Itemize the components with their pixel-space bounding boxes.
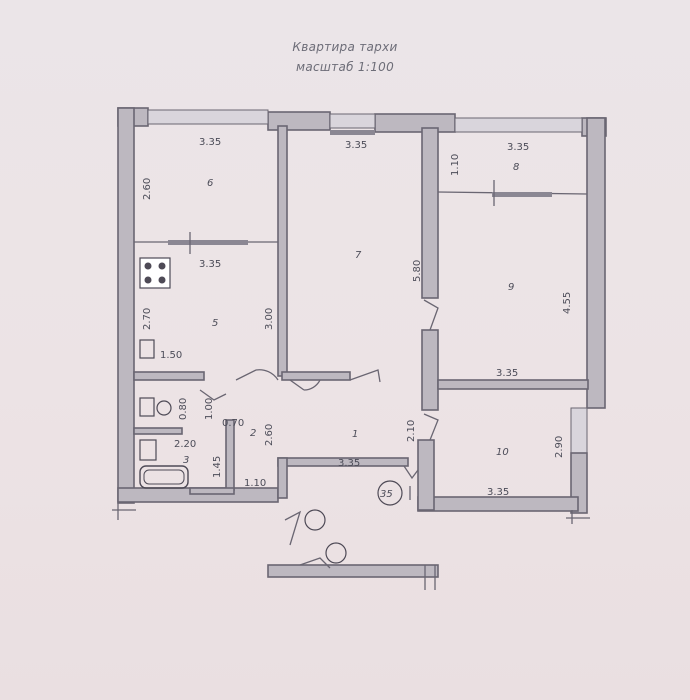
door-entry-1 <box>284 510 302 546</box>
wall-9-10 <box>437 379 589 390</box>
door-1 <box>403 465 419 480</box>
dimension-ticks <box>112 180 590 524</box>
wall-entry-bottom <box>267 564 439 578</box>
bathtub-inner-icon <box>143 469 185 485</box>
window-room-8 <box>454 117 583 133</box>
apartment-number-circle <box>377 480 403 506</box>
dim-r8-height: 1.10 <box>450 154 461 176</box>
wall-5-bath <box>133 371 205 381</box>
wall-right-upper <box>586 117 606 409</box>
radiator-icon <box>330 130 375 135</box>
dim-r6-width: 3.35 <box>199 137 221 148</box>
dim-r7-width: 3.35 <box>345 140 367 151</box>
wall-bath-2 <box>225 419 235 491</box>
dim-r10-height: 2.90 <box>554 436 565 458</box>
dim-r1-side: 2.10 <box>406 420 417 442</box>
radiator-icon <box>492 192 552 197</box>
room-numbers: 6 7 8 9 5 1 2 3 10 35 <box>183 162 519 500</box>
room-label-9: 9 <box>508 282 514 293</box>
wall-left <box>117 107 135 504</box>
room-label-7: 7 <box>355 250 362 261</box>
room-label-3: 3 <box>183 455 189 466</box>
dim-r9-height: 4.55 <box>562 292 573 314</box>
outer-walls <box>117 107 607 590</box>
room-label-1: 1 <box>352 429 358 440</box>
dim-r10-bottom: 3.35 <box>487 487 509 498</box>
dim-r9-bottom: 3.35 <box>496 368 518 379</box>
dim-hall-bottom: 1.10 <box>244 478 266 489</box>
doors <box>199 299 439 569</box>
window-room-10 <box>570 407 588 454</box>
room-label-2: 2 <box>250 428 256 439</box>
wall-wc-bath <box>133 427 183 435</box>
burner-icon <box>158 262 166 270</box>
room-label-8: 8 <box>513 162 519 173</box>
room-label-6: 6 <box>207 178 213 189</box>
wall-6-7 <box>277 125 288 377</box>
wall-bottom-right <box>417 496 579 512</box>
dim-r5-height: 2.70 <box>142 308 153 330</box>
dim-r6-height: 2.60 <box>142 178 153 200</box>
door-hall <box>289 379 321 391</box>
dim-small-150: 1.50 <box>160 350 182 361</box>
door-5 <box>235 369 279 381</box>
toilet-icon <box>156 400 172 416</box>
window-room-7 <box>329 113 376 129</box>
fixtures <box>139 130 552 564</box>
burner-icon <box>144 276 152 284</box>
plan-scale: масштаб 1:100 <box>295 60 395 74</box>
washbasin-icon <box>139 397 155 417</box>
dim-r2-c: 0.70 <box>222 418 244 429</box>
door-7 <box>349 369 381 383</box>
door-wc <box>199 389 227 401</box>
lobby-circle-icon <box>304 509 326 531</box>
stove-icon <box>139 257 171 289</box>
dim-r2-a: 1.00 <box>204 398 215 420</box>
dim-r5-width: 3.35 <box>199 259 221 270</box>
wall-1-10 <box>417 439 435 511</box>
wall-hall-1 <box>281 371 351 381</box>
room-label-10: 10 <box>496 447 509 458</box>
burner-icon <box>144 262 152 270</box>
dim-r3-h: 1.45 <box>212 456 223 478</box>
dimension-labels: 3.35 3.35 3.35 3.35 3.35 1.50 0.70 2.20 … <box>142 137 573 498</box>
room-label-5: 5 <box>212 318 218 329</box>
dim-r5-wall: 3.00 <box>264 308 275 330</box>
kitchen-sink-icon <box>139 339 155 359</box>
radiator-icon <box>168 240 248 245</box>
sink-icon <box>139 439 157 461</box>
door-10 <box>423 413 439 441</box>
dim-r2-d: 2.60 <box>264 424 275 446</box>
wall-bath-bottom <box>189 487 235 495</box>
dim-r1-bottom: 3.35 <box>338 458 360 469</box>
door-9 <box>423 299 439 331</box>
bathtub-icon <box>139 465 189 489</box>
plan-title: Квартира тархи <box>292 40 398 54</box>
wall-entry-left <box>277 457 288 499</box>
dim-r7-height: 5.80 <box>412 260 423 282</box>
wall-top-mid2 <box>374 113 456 133</box>
wall-7-9-upper <box>421 127 439 299</box>
lobby-circle-icon <box>325 542 347 564</box>
wall-7-9-lower <box>421 329 439 411</box>
interior-walls <box>133 125 589 511</box>
window-room-6 <box>147 109 269 125</box>
dim-r3-w: 2.20 <box>174 439 196 450</box>
dim-r2-b: 0.80 <box>178 398 189 420</box>
burner-icon <box>158 276 166 284</box>
apartment-number: 35 <box>380 489 393 500</box>
dim-r8-width: 3.35 <box>507 142 529 153</box>
door-entry-2 <box>299 557 331 569</box>
